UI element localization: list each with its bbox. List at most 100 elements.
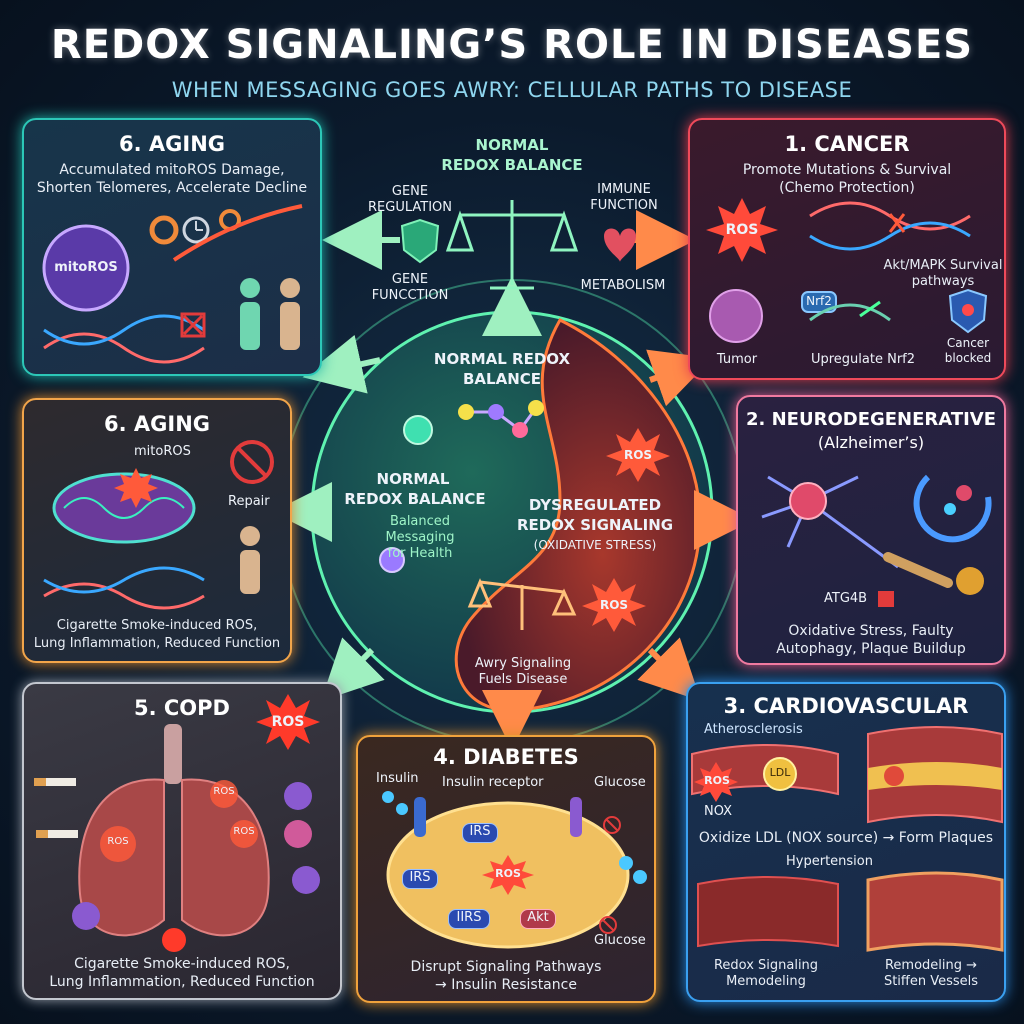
aging2-desc-2: Lung Inflammation, Reduced Function [33,636,281,651]
top-title-line2: REDOX BALANCE [441,156,583,174]
nox-label: NOX [704,804,733,819]
aging2-desc-1: Cigarette Smoke-induced ROS, [56,618,258,633]
immune-function-label-2: FUNCTION [590,198,658,213]
immune-cell-icon-2 [284,820,312,848]
nrf2-label: Nrf2 [806,294,832,308]
oxidize-label: Oxidize LDL (NOX source) → Form Plaques [698,830,994,846]
akt-label-2: pathways [911,274,975,289]
dysregulated-half [454,318,702,712]
irs-badge-1: IRS [462,823,498,843]
panel-copd: 5. COPD ROS ROS ROS ROS Cigarette Smoke-… [22,682,342,1000]
insulin-receptor-label: Insulin receptor [442,775,544,790]
copd-ros-c: ROS [233,826,255,837]
clock-icon [182,216,210,244]
cancer-blocked-label-2: blocked [944,351,992,365]
panel-aging-repair: 6. AGING mitoROS Repair Cigarette Smoke-… [22,398,292,663]
gear-icon [149,215,179,245]
cardio-title: 3. CARDIOVASCULAR [723,694,969,718]
gene-function-label-1: GENE [391,272,429,287]
cardio-ros-label: ROS [704,774,730,787]
atg4b-label: ATG4B [824,591,868,606]
cigarette-icon-2 [36,830,78,838]
insulin-label: Insulin [376,771,419,786]
athero-label: Atherosclerosis [704,722,803,737]
gene-regulation-label-1: GENE [391,184,429,199]
immune-cell-icon-3 [292,866,320,894]
glucose-bottom-label: Glucose [594,933,646,948]
copd-desc-2: Lung Inflammation, Reduced Function [49,974,315,990]
panel-cancer: 1. CANCER Promote Mutations & Survival (… [688,118,1006,380]
trachea [164,724,182,784]
center-normal-title-1: NORMAL REDOX [433,350,571,368]
neuro-desc-1: Oxidative Stress, Faulty [788,623,954,639]
cancer-ros-label: ROS [725,222,759,238]
vessel-stiff [866,871,1004,952]
mitochondrion-icon [52,472,196,544]
trend-arrow [172,204,303,262]
hypertension-label: Hypertension [786,854,873,869]
cancer-blocked-label-1: Cancer [946,336,990,350]
immune-function-label-1: IMMUNE [597,182,651,197]
plaque-icon [956,567,984,595]
dysregulated-title-2: REDOX SIGNALING [516,516,674,534]
cigarette-icon [34,778,76,786]
center-ros-top: ROS [623,448,653,462]
nrf2-box [801,291,837,313]
gene-regulation-label-2: REGULATION [368,200,452,215]
block-icon [603,816,621,834]
glucose-transporter-icon [570,797,582,837]
vessel-normal [697,876,839,948]
copd-ros-main: ROS [271,714,305,730]
remodel-label-2: Stiffen Vessels [883,974,979,989]
neuro-title-2: (Alzheimer’s) [817,433,925,452]
metabolism-label: METABOLISM [580,278,666,293]
ros-burst-icon [482,855,534,895]
neuro-desc-2: Autophagy, Plaque Buildup [776,641,966,657]
x-mark-icon [180,312,206,338]
mitoros-bubble [42,224,130,312]
diabetes-title: 4. DIABETES [433,745,579,769]
elderly-person-icon [280,278,300,350]
autophagosome-icon [913,474,992,543]
panel-neurodegenerative: 2. NEURODEGENERATIVE (Alzheimer’s) ATG4B… [736,395,1006,665]
copd-ros-a: ROS [107,836,129,847]
heart-icon [604,228,636,262]
dysregulated-title-1: DYSREGULATED [528,496,662,514]
shield-icon [400,218,440,264]
copd-desc-1: Cigarette Smoke-induced ROS, [74,956,290,972]
page-title: REDOX SIGNALING’S ROLE IN DISEASES [50,22,974,68]
irs-badge-3: IIRS [448,909,490,929]
x-mark-icon [878,591,894,607]
akt-badge: Akt [520,909,556,929]
ros-burst-bottom [162,928,186,952]
balanced-label-1: Balanced [389,514,451,529]
center-normal-mid-1: NORMAL [376,470,450,488]
aging-mitoros-label: mitoROS [54,260,118,275]
diabetes-ros-label: ROS [495,867,521,880]
scale-icon [445,200,579,290]
awry-label-1: Awry Signaling [474,656,572,671]
panel-aging-mitoros: 6. AGING Accumulated mitoROS Damage, Sho… [22,118,322,376]
redox-label-2: Memodeling [726,974,806,989]
imbalanced-scale-icon [467,578,577,630]
person-icon [240,526,260,594]
diabetes-desc-1: Disrupt Signaling Pathways [410,959,602,975]
neuro-title-1: 2. NEURODEGENERATIVE [745,409,997,430]
ldl-particle [763,757,797,791]
diabetes-desc-2: → Insulin Resistance [435,977,577,993]
immune-cell-icon-4 [72,902,100,930]
glucose-top-label: Glucose [594,775,646,790]
dna-strand [43,582,205,610]
panel-diabetes: 4. DIABETES Insulin Insulin receptor Glu… [356,735,656,1003]
balanced-label-2: Messaging [385,530,455,545]
cancer-desc-1: Promote Mutations & Survival [742,162,952,178]
lightning-x-icon [888,213,906,233]
upregulate-label: Upregulate Nrf2 [810,352,916,367]
neuron-icon [761,475,899,569]
center-ros-bottom: ROS [599,598,629,612]
ldl-label: LDL [769,766,791,779]
center-normal-title-2: BALANCE [462,370,542,388]
aging2-title: 6. AGING [103,412,210,436]
no-repair-icon [230,440,274,484]
ros-burst-icon [706,198,778,262]
